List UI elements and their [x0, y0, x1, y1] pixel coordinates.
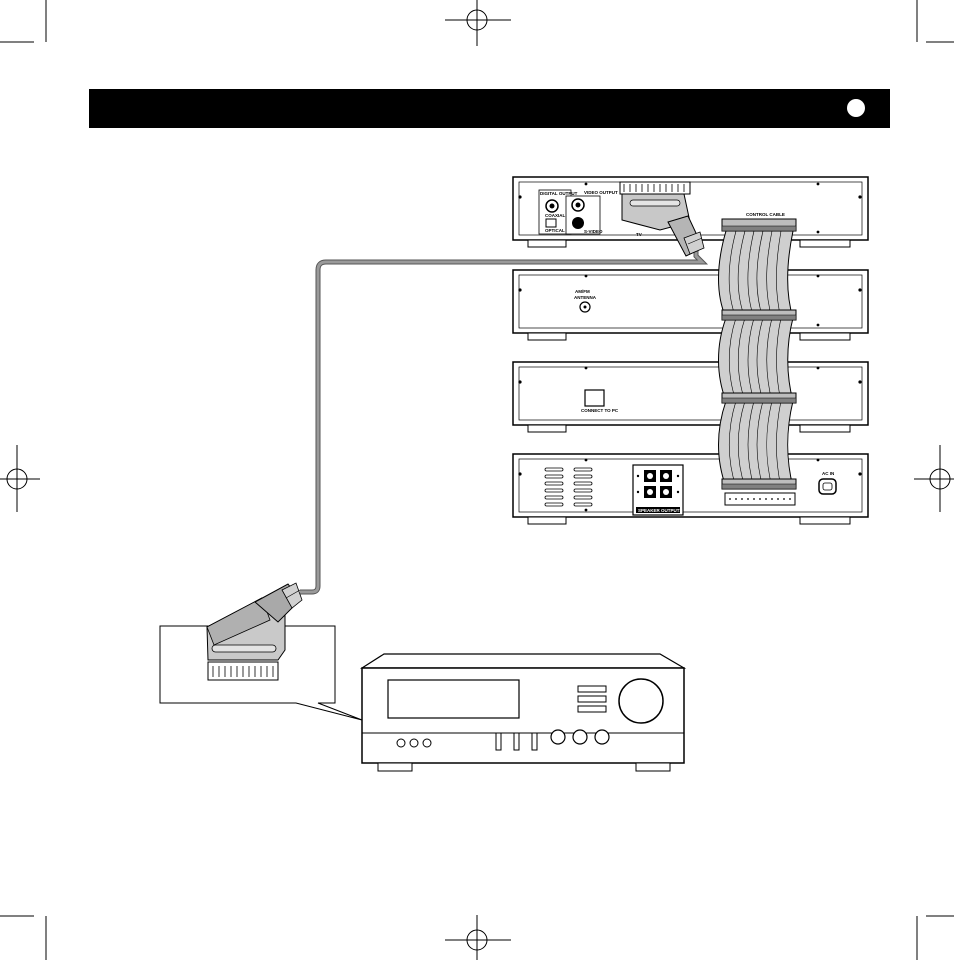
svg-text:OPTICAL: OPTICAL [545, 228, 565, 233]
svg-text:CONNECT TO PC: CONNECT TO PC [581, 408, 619, 413]
tuner-unit: AM/FM ANTENNA [513, 270, 868, 340]
svg-text:COAXIAL: COAXIAL [545, 213, 566, 218]
svg-text:DIGITAL OUTPUT: DIGITAL OUTPUT [540, 191, 578, 196]
svg-text:CONTROL CABLE: CONTROL CABLE [746, 212, 785, 217]
control-knob-2 [573, 730, 587, 744]
receiver-display [388, 680, 519, 718]
volume-knob [619, 679, 663, 723]
page-marker-dot [847, 99, 865, 117]
amplifier-unit: SPEAKER OUTPUTS AC IN [513, 454, 868, 524]
registration-mark-bottom [445, 915, 511, 960]
svg-text:TV: TV [636, 232, 642, 237]
receiver-foot-right [636, 763, 670, 771]
pc-port [585, 390, 604, 406]
receiver-foot-left [378, 763, 412, 771]
svg-text:ANTENNA: ANTENNA [574, 295, 597, 300]
svg-text:VIDEO OUTPUT: VIDEO OUTPUT [584, 190, 618, 195]
receiver-front-panel [362, 654, 684, 771]
s-video-jack [572, 217, 584, 229]
registration-mark-right [914, 445, 954, 512]
amp-control-socket [725, 493, 795, 505]
speaker-terminal-panel: SPEAKER OUTPUTS [633, 465, 683, 515]
svg-text:SPEAKER OUTPUTS: SPEAKER OUTPUTS [638, 508, 683, 513]
svg-text:AM/FM: AM/FM [575, 289, 590, 294]
jack-2 [410, 739, 418, 747]
jack-1 [397, 739, 405, 747]
dvd-player-unit: DIGITAL OUTPUT COAXIAL OPTICAL VIDEO OUT… [513, 177, 868, 256]
optical-jack [546, 219, 556, 227]
svg-text:S-VIDEO: S-VIDEO [584, 229, 603, 234]
control-knob-1 [551, 730, 565, 744]
ac-inlet [819, 479, 836, 494]
control-cable: CONTROL CABLE [719, 212, 797, 489]
svg-text:AC IN: AC IN [822, 471, 834, 476]
slider-1 [496, 733, 501, 750]
scart-plug-callout [160, 583, 362, 720]
slider-2 [514, 733, 519, 750]
header-bar [89, 89, 890, 128]
receiver-button-3 [578, 706, 606, 712]
receiver-button-1 [578, 686, 606, 692]
receiver-button-2 [578, 696, 606, 702]
control-knob-3 [595, 730, 609, 744]
pc-link-unit: CONNECT TO PC [513, 362, 868, 432]
registration-mark-top [445, 0, 511, 46]
jack-3 [423, 739, 431, 747]
slider-3 [532, 733, 537, 750]
registration-mark-left [0, 445, 40, 512]
